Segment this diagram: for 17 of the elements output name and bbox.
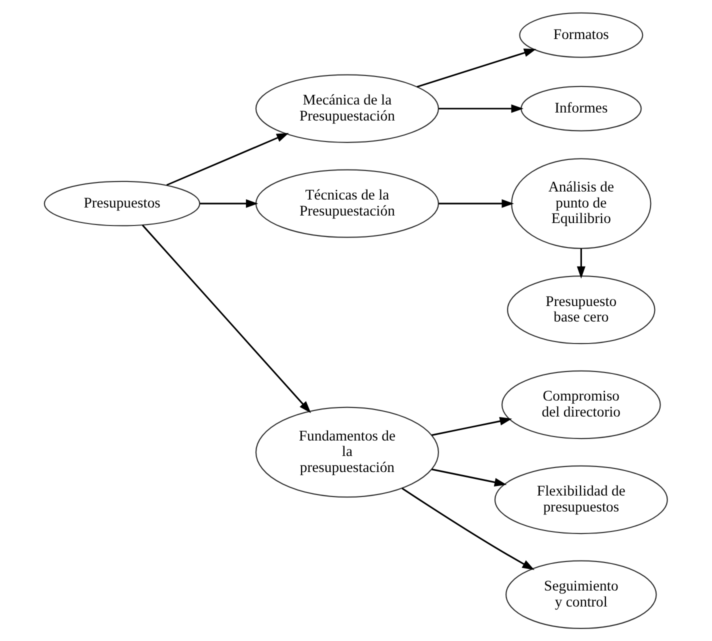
arrow	[142, 224, 311, 414]
node-ellipse: Presupuestos	[44, 180, 200, 226]
node-ellipse: Compromiso del directorio	[501, 370, 661, 440]
node-ellipse: Informes	[520, 86, 642, 132]
arrow	[432, 468, 507, 486]
arrow	[438, 104, 524, 113]
arrow	[432, 416, 512, 436]
arrow	[438, 199, 514, 208]
arrow	[576, 248, 586, 279]
node-ellipse: Técnicas de la Presupuestación	[255, 169, 440, 238]
arrow	[416, 48, 536, 88]
arrow	[402, 488, 534, 570]
node-ellipse: Análisis de punto de Equilibrio	[511, 158, 652, 249]
arrow	[200, 199, 258, 208]
arrow	[166, 133, 289, 186]
node-ellipse: Fundamentos de la presupuestación	[255, 406, 440, 498]
node-ellipse: Presupuesto base cero	[507, 275, 656, 344]
